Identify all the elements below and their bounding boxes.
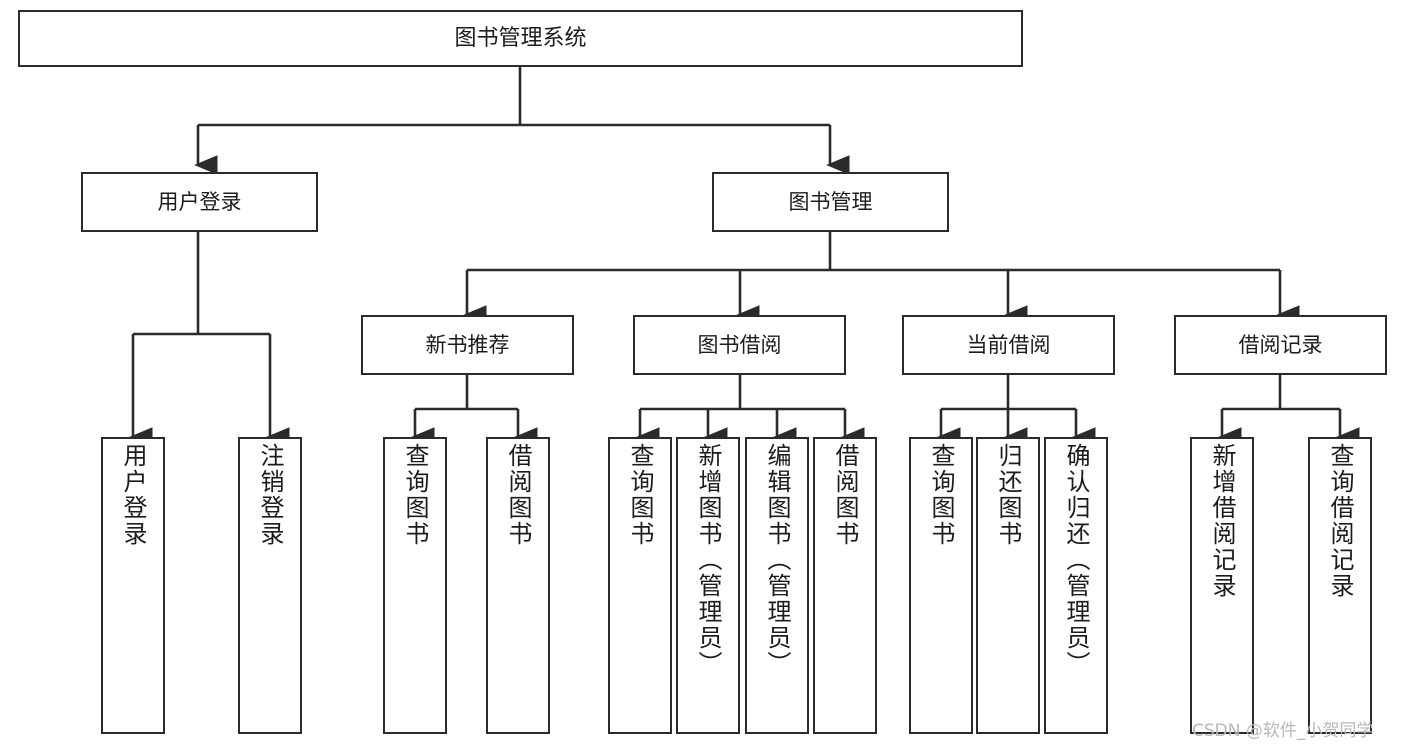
node-label: 查询借阅记录 <box>1326 443 1354 599</box>
node-label: 查询图书 <box>927 443 955 547</box>
leaf-borrow-query-book[interactable]: 查询图书 <box>608 437 672 734</box>
node-root-system[interactable]: 图书管理系统 <box>18 10 1023 67</box>
leaf-records-add[interactable]: 新增借阅记录 <box>1190 437 1254 734</box>
node-user-login[interactable]: 用户登录 <box>81 172 318 232</box>
node-label: 查询图书 <box>401 443 429 547</box>
node-label: 新书推荐 <box>425 332 510 357</box>
node-book-borrow[interactable]: 图书借阅 <box>633 315 846 375</box>
node-label: 图书管理系统 <box>454 25 587 51</box>
leaf-new-book-borrow[interactable]: 借阅图书 <box>486 437 550 734</box>
node-label: 当前借阅 <box>966 332 1051 357</box>
node-label: 归还图书 <box>994 443 1022 547</box>
leaf-borrow-borrow-book[interactable]: 借阅图书 <box>813 437 877 734</box>
node-label: 注销登录 <box>256 443 284 547</box>
node-current-borrow[interactable]: 当前借阅 <box>902 315 1115 375</box>
node-book-management[interactable]: 图书管理 <box>712 172 949 232</box>
node-label: 用户登录 <box>157 189 242 214</box>
node-label: 借阅图书 <box>831 443 859 547</box>
leaf-user-login[interactable]: 用户登录 <box>101 437 165 734</box>
node-label: 新增借阅记录 <box>1208 443 1236 599</box>
node-borrow-records[interactable]: 借阅记录 <box>1174 315 1387 375</box>
csdn-watermark: CSDN @软件_小贺同学 <box>1192 721 1374 741</box>
node-label: 借阅记录 <box>1238 332 1323 357</box>
leaf-logout[interactable]: 注销登录 <box>238 437 302 734</box>
leaf-borrow-edit-book[interactable]: 编辑图书（管理员） <box>745 437 809 734</box>
leaf-current-return-book[interactable]: 归还图书 <box>976 437 1040 734</box>
node-label: 用户登录 <box>119 443 147 547</box>
leaf-current-confirm-return[interactable]: 确认归还（管理员） <box>1044 437 1108 734</box>
node-label: 借阅图书 <box>504 443 532 547</box>
node-label: 图书借阅 <box>697 332 782 357</box>
node-label: 新增图书（管理员） <box>694 443 722 677</box>
node-label: 查询图书 <box>626 443 654 547</box>
leaf-borrow-add-book[interactable]: 新增图书（管理员） <box>676 437 740 734</box>
node-label: 编辑图书（管理员） <box>763 443 791 677</box>
node-new-book-recommend[interactable]: 新书推荐 <box>361 315 574 375</box>
leaf-current-query-book[interactable]: 查询图书 <box>909 437 973 734</box>
node-label: 图书管理 <box>788 189 873 214</box>
leaf-records-query[interactable]: 查询借阅记录 <box>1308 437 1372 734</box>
node-label: 确认归还（管理员） <box>1062 443 1090 677</box>
leaf-new-book-query[interactable]: 查询图书 <box>383 437 447 734</box>
